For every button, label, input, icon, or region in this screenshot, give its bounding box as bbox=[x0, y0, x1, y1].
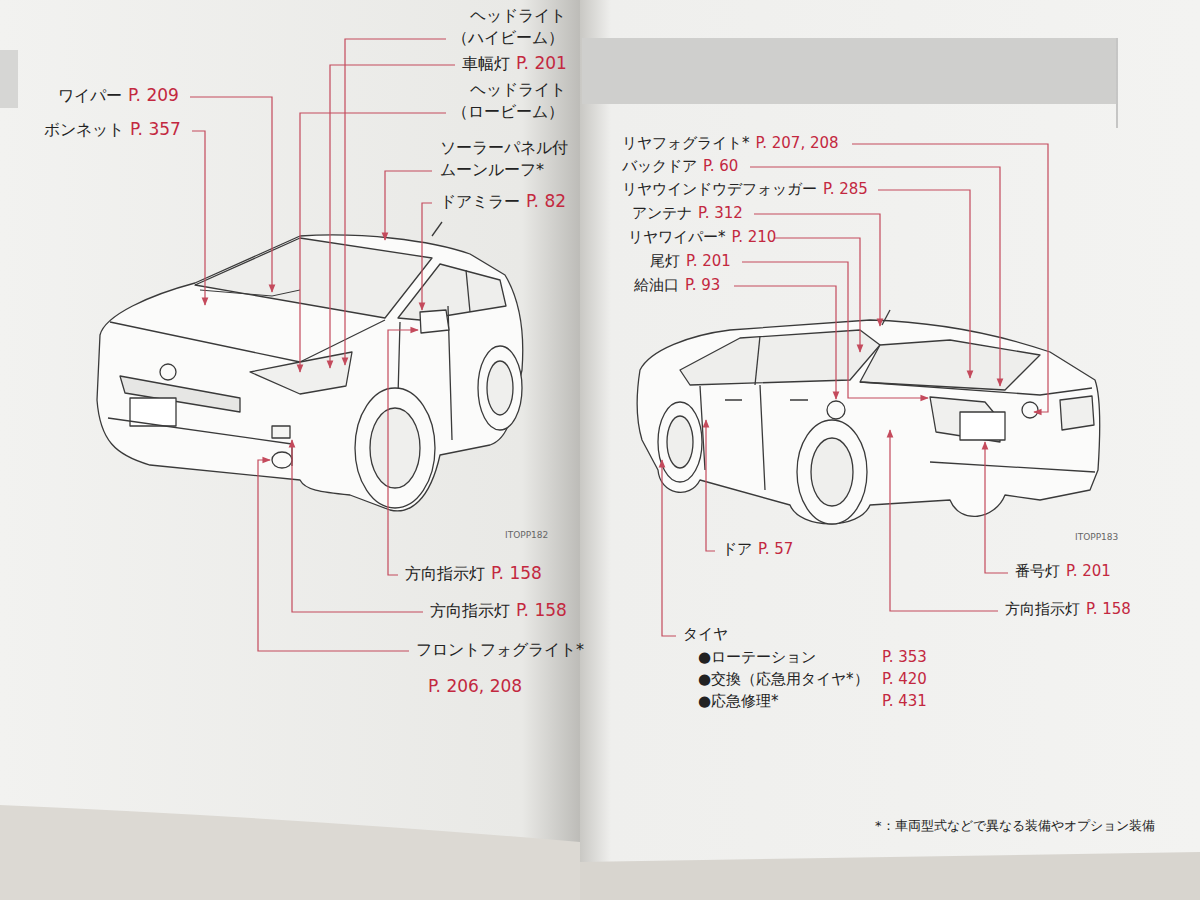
page-reference: P. 57 bbox=[758, 540, 793, 558]
part-label: ヘッドライト bbox=[470, 6, 566, 25]
page-edge bbox=[0, 805, 580, 900]
page-reference: P. 93 bbox=[685, 276, 720, 294]
tab-mark bbox=[0, 50, 18, 108]
part-label: ●ローテーション bbox=[698, 648, 816, 666]
part-label: ボンネット bbox=[44, 120, 124, 139]
page-reference: P. 201 bbox=[516, 53, 567, 73]
page-reference: P. 431 bbox=[882, 692, 927, 710]
figure-code: ITOPP183 bbox=[1075, 532, 1118, 543]
page-reference: P. 353 bbox=[882, 648, 927, 666]
car-rear-view bbox=[637, 310, 1100, 524]
car-front-view bbox=[97, 222, 523, 511]
part-label: （ハイビーム） bbox=[452, 28, 564, 47]
page-reference: P. 60 bbox=[703, 157, 738, 175]
footnote: *：車両型式などで異なる装備やオプション装備 bbox=[875, 818, 1155, 834]
part-label: リヤフォグライト* bbox=[622, 134, 750, 152]
part-label: アンテナ bbox=[632, 204, 692, 222]
page-reference: P. 285 bbox=[823, 180, 868, 198]
part-label: ドアミラー bbox=[440, 192, 520, 211]
part-label: バックドア bbox=[622, 157, 697, 175]
part-label: タイヤ bbox=[683, 625, 728, 643]
part-label: ムーンルーフ* bbox=[440, 160, 544, 179]
part-label: ワイパー bbox=[58, 86, 122, 105]
part-label: 車幅灯 bbox=[462, 54, 510, 73]
header-band bbox=[582, 38, 1116, 104]
page-reference: P. 207, 208 bbox=[756, 134, 839, 152]
part-label: リヤワイパー* bbox=[628, 228, 726, 246]
page-reference: P. 158 bbox=[1086, 600, 1131, 618]
part-label: ソーラーパネル付 bbox=[440, 138, 568, 157]
page-reference: P. 420 bbox=[882, 670, 927, 688]
page-reference: P. 357 bbox=[130, 119, 181, 139]
page-reference: P. 201 bbox=[1066, 562, 1111, 580]
part-label: ドア bbox=[722, 540, 752, 558]
page-reference: P. 210 bbox=[732, 228, 777, 246]
leader-line bbox=[190, 39, 1048, 651]
part-label: 番号灯 bbox=[1015, 562, 1060, 580]
frame-line bbox=[1117, 38, 1118, 128]
part-label: ●応急修理* bbox=[698, 692, 779, 710]
figure-code: ITOPP182 bbox=[505, 530, 548, 541]
part-label: （ロービーム） bbox=[452, 102, 564, 121]
page-reference: P. 201 bbox=[686, 252, 731, 270]
page-reference: P. 82 bbox=[526, 191, 566, 211]
page-reference: P. 209 bbox=[128, 85, 179, 105]
page-edge bbox=[580, 852, 1200, 900]
left-page bbox=[0, 0, 580, 900]
page-reference: P. 312 bbox=[698, 204, 743, 222]
part-label: 方向指示灯 bbox=[430, 601, 510, 620]
part-label: 給油口 bbox=[634, 276, 679, 294]
part-label: 方向指示灯 bbox=[1005, 600, 1080, 618]
part-label: リヤウインドウデフォッガー bbox=[622, 180, 817, 198]
part-label: ●交換（応急用タイヤ*） bbox=[698, 670, 869, 688]
right-page bbox=[580, 0, 1200, 900]
page-reference: P. 206, 208 bbox=[428, 676, 522, 696]
part-label: 尾灯 bbox=[650, 252, 680, 270]
part-label: ヘッドライト bbox=[470, 80, 566, 99]
part-label: 方向指示灯 bbox=[405, 564, 485, 583]
page-reference: P. 158 bbox=[516, 600, 567, 620]
page-reference: P. 158 bbox=[491, 563, 542, 583]
part-label: フロントフォグライト* bbox=[416, 640, 584, 659]
